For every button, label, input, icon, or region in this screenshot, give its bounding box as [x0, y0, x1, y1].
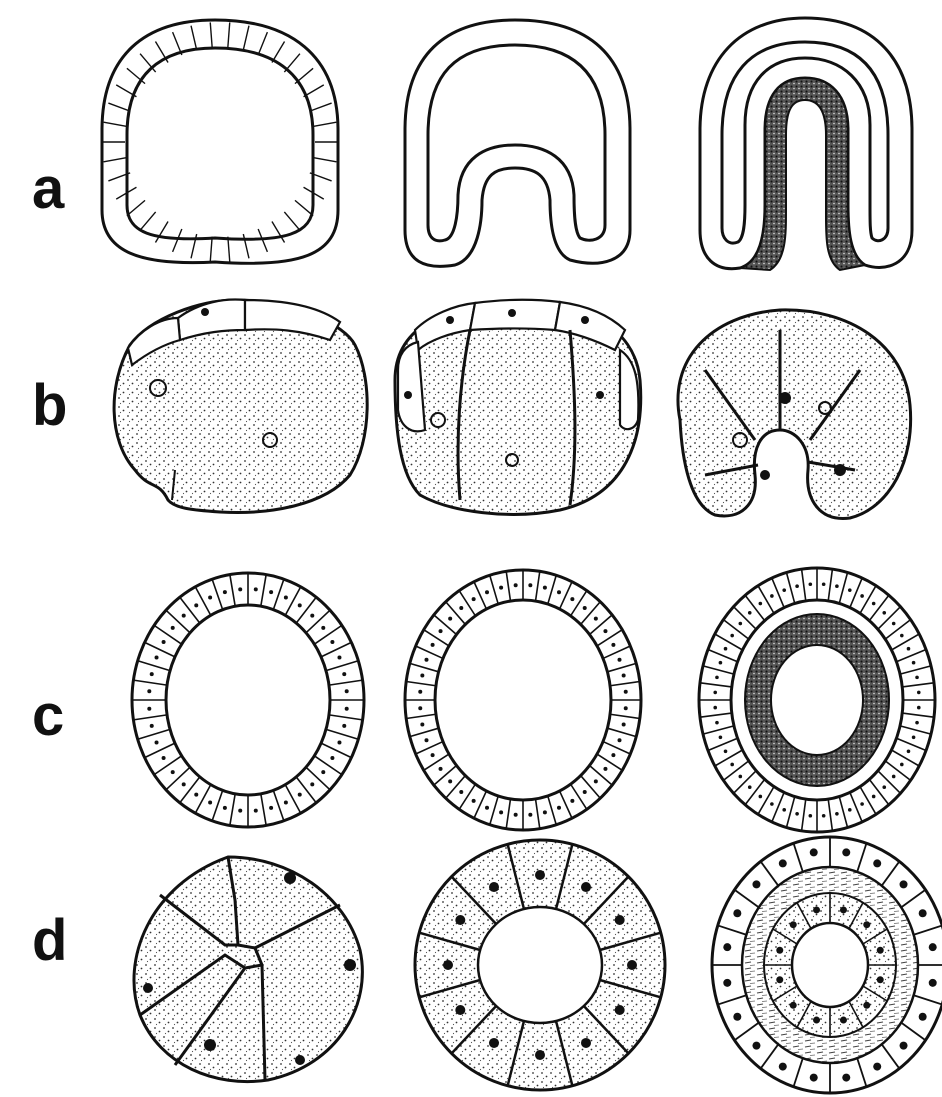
panel-c1-ingressing-blastula [132, 573, 364, 827]
panel-b2-cleaving-yolky-embryo [395, 300, 641, 515]
panel-d1-five-cell-ring [134, 857, 362, 1082]
panel-d2-twelve-cell-ring [415, 840, 665, 1090]
panel-c3-filled-blastocoel [699, 568, 935, 832]
row-label-a: a [32, 156, 65, 221]
row-label-b: b [32, 373, 67, 438]
panel-a1-hollow-sphere [102, 20, 338, 263]
row-label-d: d [32, 908, 67, 973]
panel-b1-yolky-embryo [114, 300, 367, 513]
row-label-c: c [32, 683, 64, 748]
panel-b3-curving-yolky-embryo [678, 310, 911, 519]
panel-a3-deep-invagination [700, 18, 912, 270]
panel-a2-early-invagination [405, 20, 630, 266]
panel-d3-layered-ring [712, 837, 942, 1093]
panel-c2-ingression-progressed [405, 570, 641, 830]
